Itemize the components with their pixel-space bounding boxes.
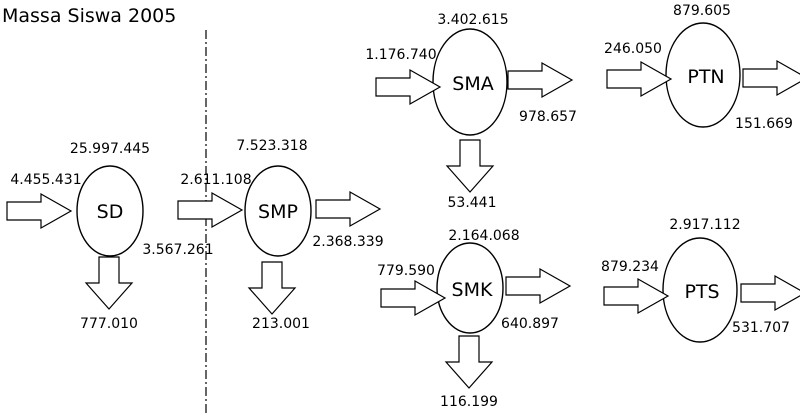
smp-inflow: 2.611.108: [180, 172, 251, 188]
node-sd-label: SD: [97, 201, 124, 223]
smk-outflow-arrow: [445, 335, 493, 389]
node-smp: SMP: [244, 165, 312, 257]
ptn-inflow: 246.050: [604, 41, 662, 57]
smk-inflow: 779.590: [377, 263, 435, 279]
node-ptn-label: PTN: [687, 66, 724, 88]
sma-total: 3.402.615: [437, 12, 508, 28]
sd-outflow-down: 777.010: [80, 316, 138, 332]
node-ptn-ellipse: [665, 22, 741, 128]
node-smk: SMK: [436, 242, 504, 334]
smp-outflow-down: 213.001: [252, 316, 310, 332]
smp-outflow-arrow: [248, 261, 296, 315]
pts-total: 2.917.112: [669, 217, 740, 233]
node-pts: PTS: [662, 237, 738, 343]
node-sma-label: SMA: [452, 73, 493, 95]
node-sd: SD: [76, 165, 144, 257]
sma-outflow-right-arrow: [507, 62, 573, 98]
smk-outflow-right: 640.897: [501, 316, 559, 332]
node-smk-ellipse: [436, 242, 504, 334]
sd-outflow-arrow: [85, 256, 133, 310]
pts-inflow: 879.234: [601, 259, 659, 275]
node-sma: SMA: [432, 28, 508, 136]
sma-outflow-down: 53.441: [448, 195, 497, 211]
ptn-inflow-arrow: [606, 61, 672, 97]
sd-inflow: 4.455.431: [10, 172, 81, 188]
sma-outflow-right: 978.657: [519, 109, 577, 125]
smp-total: 7.523.318: [236, 138, 307, 154]
pts-inflow-arrow: [603, 278, 669, 314]
node-pts-label: PTS: [684, 281, 719, 303]
smk-outflow-right-arrow: [505, 268, 571, 304]
diagram-title: Massa Siswa 2005: [2, 5, 176, 27]
smk-outflow-down: 116.199: [440, 394, 498, 410]
sma-outflow-arrow: [446, 139, 494, 193]
smk-total: 2.164.068: [448, 228, 519, 244]
smp-inflow-arrow: [177, 192, 243, 228]
ptn-outflow-right: 151.669: [735, 116, 793, 132]
node-sma-ellipse: [432, 28, 508, 136]
sd-outflow-right: 3.567.261: [142, 242, 213, 258]
node-sd-ellipse: [76, 165, 144, 257]
ptn-outflow-right-arrow: [742, 60, 800, 96]
ptn-total: 879.605: [673, 3, 731, 19]
sma-inflow-arrow: [375, 69, 441, 105]
sma-inflow: 1.176.740: [365, 47, 436, 63]
node-smk-label: SMK: [452, 279, 493, 301]
pts-outflow-right: 531.707: [732, 320, 790, 336]
node-smp-label: SMP: [258, 201, 298, 223]
sd-total: 25.997.445: [70, 141, 150, 157]
node-smp-ellipse: [244, 165, 312, 257]
smk-inflow-arrow: [380, 280, 446, 316]
node-pts-ellipse: [662, 237, 738, 343]
smp-outflow-right-arrow: [315, 191, 381, 227]
sd-inflow-arrow: [6, 193, 72, 229]
pts-outflow-right-arrow: [740, 275, 800, 311]
smp-outflow-right: 2.368.339: [312, 234, 383, 250]
node-ptn: PTN: [665, 22, 741, 128]
